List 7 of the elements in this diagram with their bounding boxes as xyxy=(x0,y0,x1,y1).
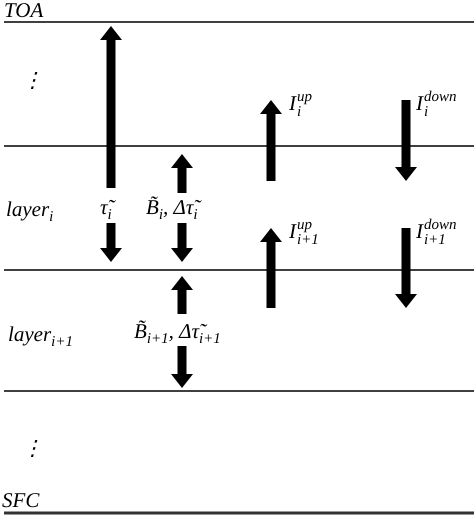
layer-label: layer$_{i}$ xyxy=(6,199,54,226)
boundary-label: SFC xyxy=(2,490,40,511)
layer-label: layer$_{i+1}$ xyxy=(8,324,73,350)
boundary-label: TOA xyxy=(4,0,44,21)
ellipsis: ⋮ xyxy=(22,70,43,91)
layer-property-label: B̃$_{i+1}$, Δτ̃$_{i+1}$ xyxy=(134,321,221,348)
ellipsis: ⋮ xyxy=(22,438,43,459)
